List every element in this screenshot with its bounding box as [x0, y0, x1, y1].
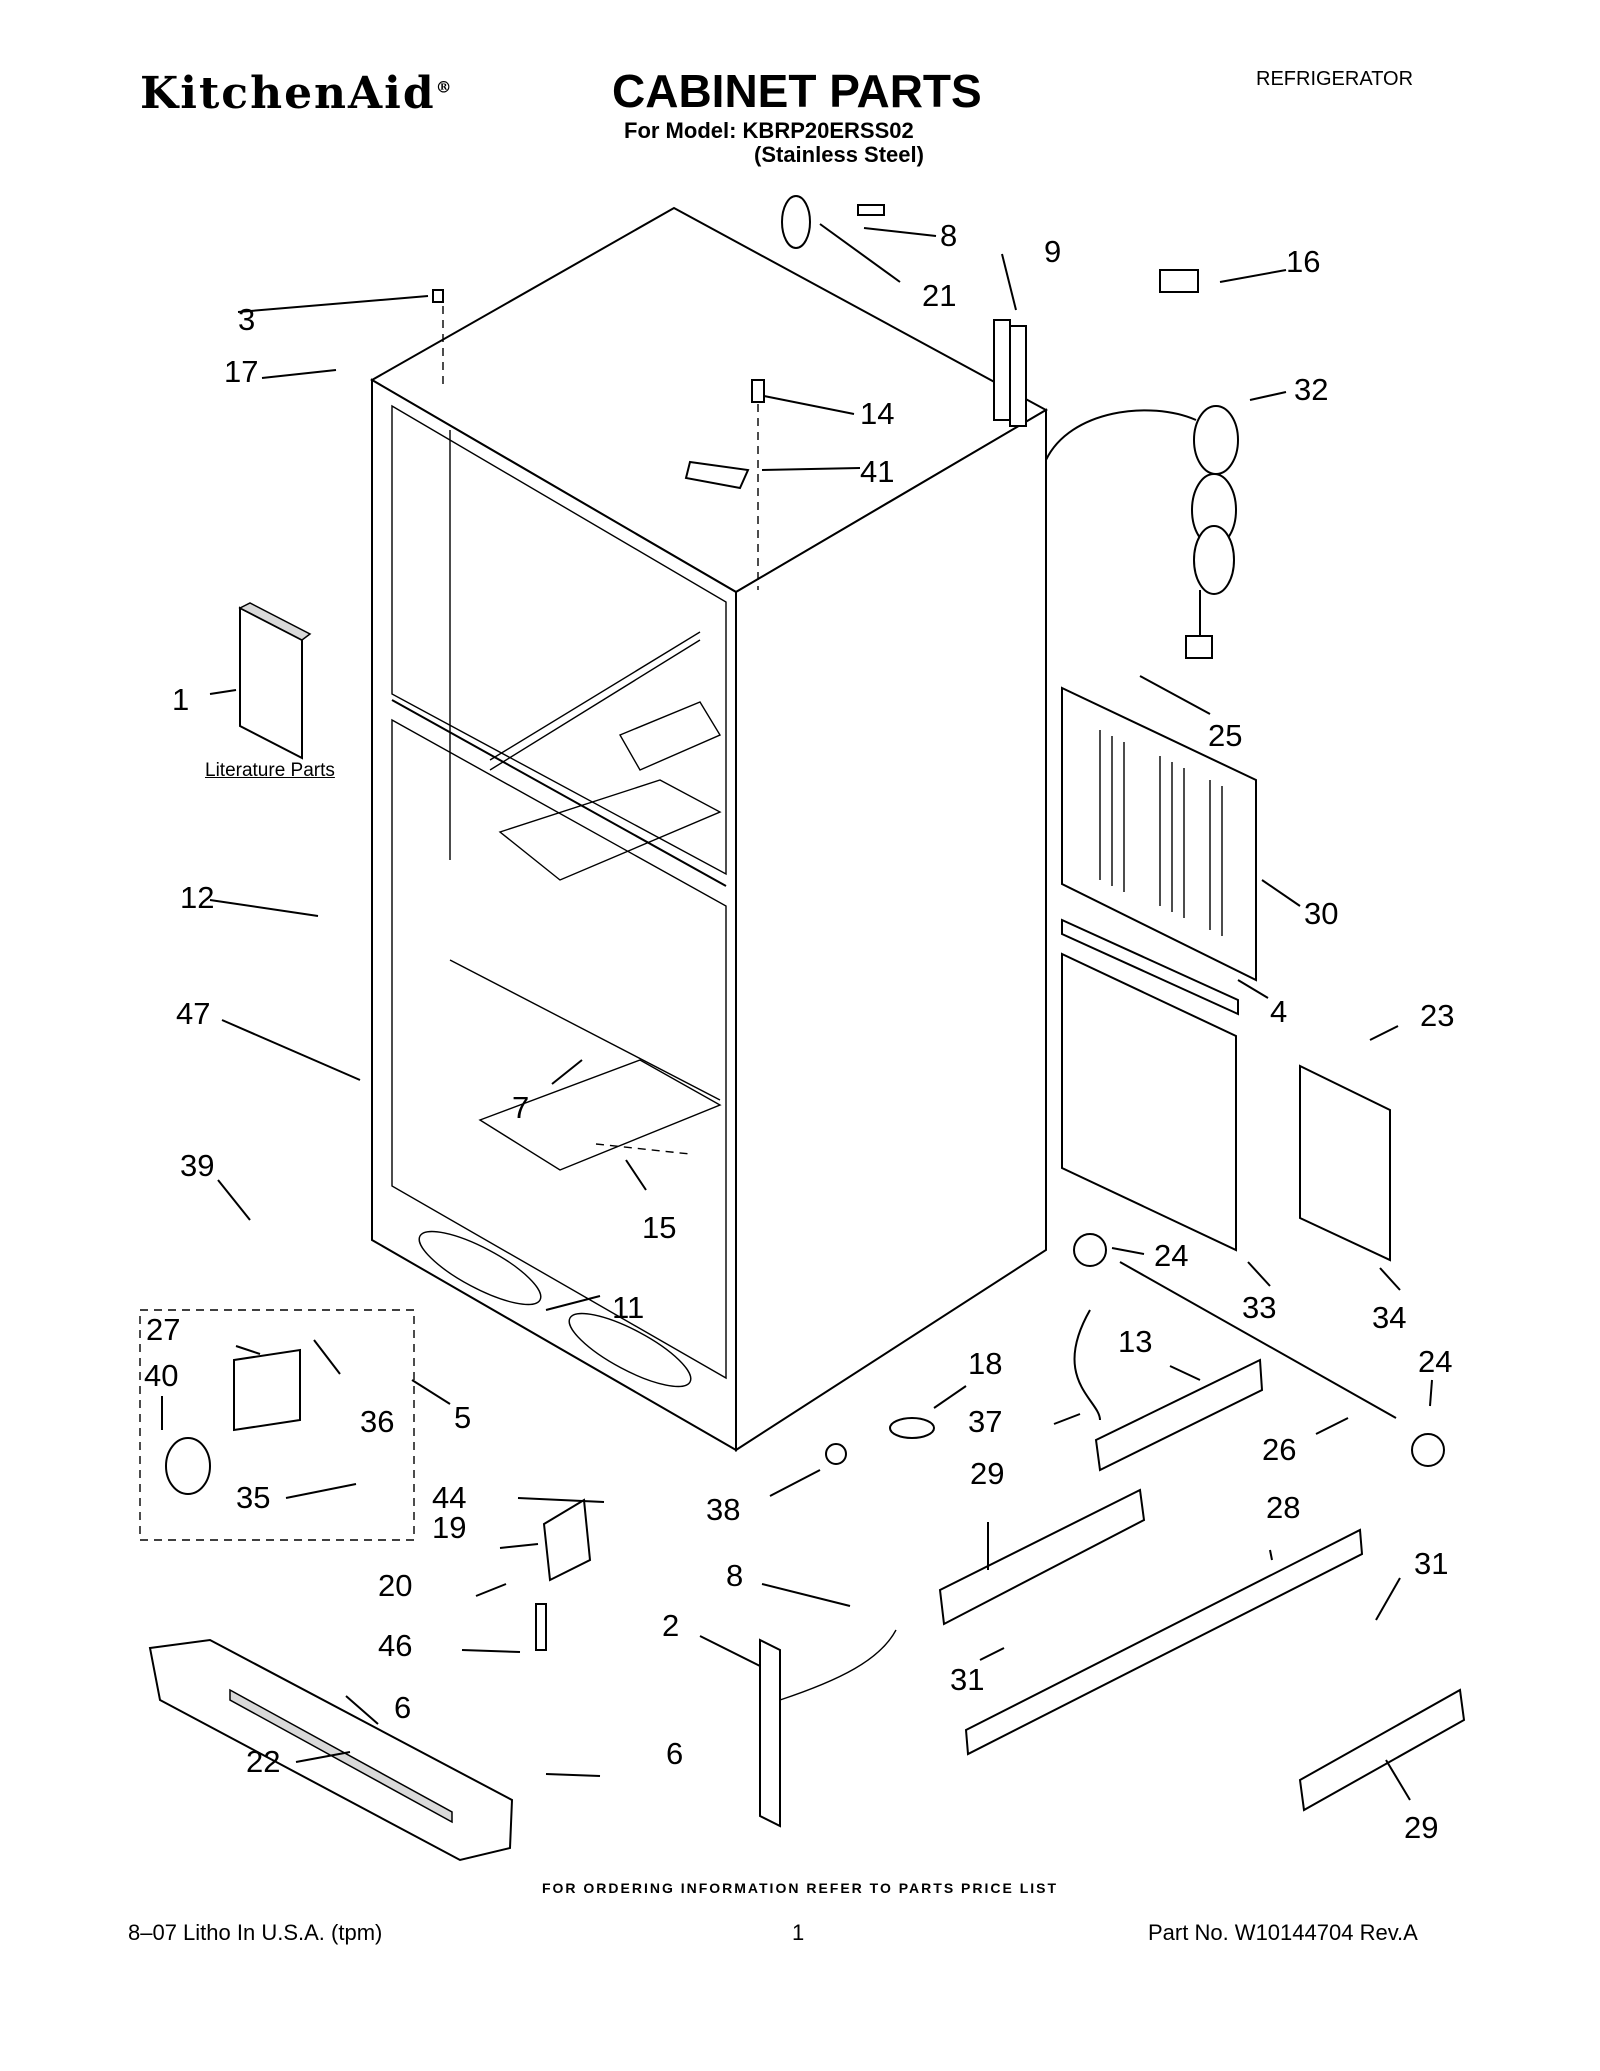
plug-part: [889, 1417, 935, 1439]
model-line: For Model: KBRP20ERSS02: [624, 118, 914, 143]
callout-16: 16: [1286, 244, 1320, 279]
callout-1: 1: [172, 682, 189, 717]
callout-18: 18: [968, 1346, 1002, 1381]
callout-22: 22: [246, 1744, 280, 1779]
callout-24b: 24: [1418, 1344, 1452, 1379]
rod-part: [1119, 1261, 1397, 1419]
callout-7: 7: [512, 1090, 529, 1125]
callout-39: 39: [180, 1148, 214, 1183]
callout-2: 2: [662, 1608, 679, 1643]
finish-line: (Stainless Steel): [754, 142, 924, 167]
callout-19: 19: [432, 1510, 466, 1545]
callout-33: 33: [1242, 1290, 1276, 1325]
top-hinge-part: [781, 195, 811, 249]
callout-29b: 29: [1404, 1810, 1438, 1845]
ordering-note: FOR ORDERING INFORMATION REFER TO PARTS …: [541, 1880, 1059, 1896]
callout-20: 20: [378, 1568, 412, 1603]
category-label: REFRIGERATOR: [1256, 68, 1414, 90]
callout-9: 9: [1044, 234, 1061, 269]
callout-11: 11: [612, 1290, 644, 1325]
callout-29: 29: [970, 1456, 1004, 1491]
callout-3: 3: [238, 302, 255, 337]
callout-8: 8: [940, 218, 957, 253]
callout-15: 15: [642, 1210, 676, 1245]
bracket-part: [1299, 1064, 1391, 1262]
callout-31b: 31: [1414, 1546, 1448, 1581]
callout-28: 28: [1266, 1490, 1300, 1525]
callout-5: 5: [454, 1400, 471, 1435]
page-number: 1: [792, 1920, 805, 1945]
callout-14: 14: [860, 396, 894, 431]
callout-26: 26: [1262, 1432, 1296, 1467]
callout-38: 38: [706, 1492, 740, 1527]
callout-25: 25: [1208, 718, 1242, 753]
cabinet-body: [369, 206, 1049, 1452]
callout-47: 47: [176, 996, 210, 1031]
clamp-part: [825, 1443, 847, 1465]
callout-23: 23: [1420, 998, 1454, 1033]
callout-24: 24: [1154, 1238, 1188, 1273]
trim-strip: [993, 319, 1011, 421]
trim-bar: [1061, 918, 1239, 1016]
callout-8b: 8: [726, 1558, 743, 1593]
callout-41: 41: [860, 454, 894, 489]
callout-21: 21: [922, 278, 956, 313]
literature-parts-label: Literature Parts: [205, 760, 335, 781]
leader-lines: [161, 223, 1433, 1801]
clip-part: [1159, 269, 1199, 293]
callout-4: 4: [1270, 994, 1287, 1029]
callout-40: 40: [144, 1358, 178, 1393]
callout-37: 37: [968, 1404, 1002, 1439]
callout-12: 12: [180, 880, 214, 915]
callout-34: 34: [1372, 1300, 1406, 1335]
callout-6b: 6: [666, 1736, 683, 1771]
bottom-hinge: [542, 1498, 592, 1582]
callout-17: 17: [224, 354, 258, 389]
page-title: CABINET PARTS: [612, 65, 982, 117]
callout-35: 35: [236, 1480, 270, 1515]
callout-31: 31: [950, 1662, 984, 1697]
vent-cover: [1061, 686, 1257, 982]
brand-logo: KitchenAid®: [140, 68, 454, 119]
callout-32: 32: [1294, 372, 1328, 407]
power-cord: [1045, 409, 1197, 461]
callout-13: 13: [1118, 1324, 1152, 1359]
callout-44: 44: [432, 1480, 466, 1515]
callout-6: 6: [394, 1690, 411, 1725]
callout-27: 27: [146, 1312, 180, 1347]
front-bracket: [759, 1638, 781, 1828]
rail-part: [1094, 1358, 1264, 1472]
part-number: Part No. W10144704 Rev.A: [1148, 1920, 1418, 1945]
callout-46: 46: [378, 1628, 412, 1663]
callout-36: 36: [360, 1404, 394, 1439]
callout-30: 30: [1304, 896, 1338, 931]
access-panel: [1061, 952, 1237, 1252]
litho-note: 8–07 Litho In U.S.A. (tpm): [128, 1920, 383, 1945]
